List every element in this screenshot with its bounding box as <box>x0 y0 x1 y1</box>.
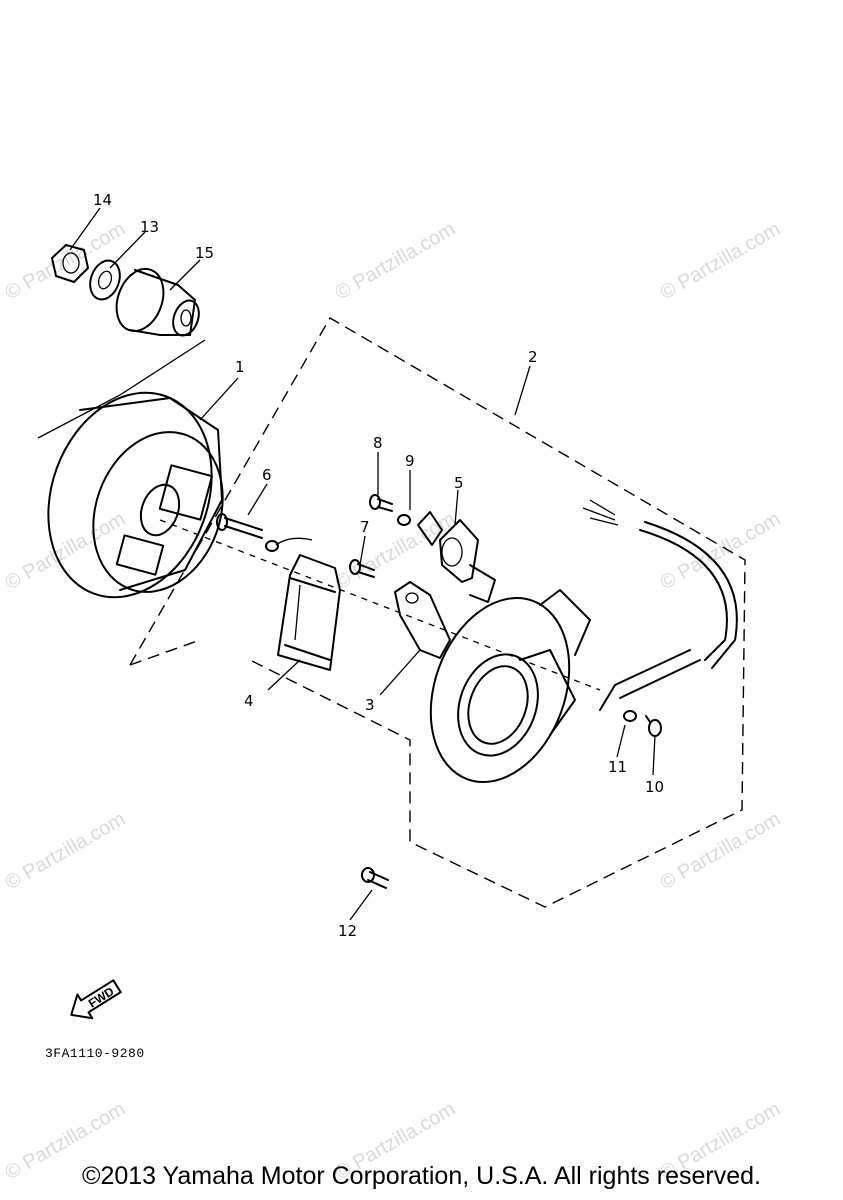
callout-4: 4 <box>244 692 254 710</box>
watermark-layer: © Partzilla.com © Partzilla.com © Partzi… <box>2 218 785 1184</box>
callout-8: 8 <box>373 434 383 452</box>
fwd-arrow-icon: FWD <box>70 979 122 1020</box>
callout-3: 3 <box>365 696 375 714</box>
screw-part-6 <box>216 513 313 552</box>
callout-labels: 1 2 3 4 5 6 7 8 9 10 11 12 13 14 15 <box>93 191 664 940</box>
washer-part-13 <box>89 259 121 301</box>
callout-9: 9 <box>405 452 415 470</box>
wire-harness <box>582 499 738 711</box>
callout-13: 13 <box>140 218 159 236</box>
screw-part-7 <box>349 559 375 578</box>
coil-part-4 <box>277 554 341 671</box>
callout-6: 6 <box>262 466 272 484</box>
watermark: © Partzilla.com <box>657 808 785 894</box>
watermark: © Partzilla.com <box>2 808 130 894</box>
watermark: © Partzilla.com <box>657 508 785 594</box>
washer-part-11 <box>623 710 637 722</box>
watermark: © Partzilla.com <box>2 508 130 594</box>
watermark: © Partzilla.com <box>332 218 460 304</box>
callout-11: 11 <box>608 758 627 776</box>
callout-5: 5 <box>454 474 464 492</box>
washer-part-9 <box>397 514 411 526</box>
condenser-part-3 <box>394 581 451 659</box>
callout-2: 2 <box>528 348 538 366</box>
watermark: © Partzilla.com <box>657 218 785 304</box>
callout-10: 10 <box>645 778 664 796</box>
assembly-boundary <box>129 317 746 908</box>
callout-1: 1 <box>235 358 245 376</box>
contact-breaker-part-5 <box>417 511 496 603</box>
screw-part-8 <box>369 494 393 512</box>
callout-15: 15 <box>195 244 214 262</box>
part-code: 3FA1110-9280 <box>45 1046 145 1061</box>
callout-12: 12 <box>338 922 357 940</box>
nut-part-14 <box>51 244 89 283</box>
collar-part-15 <box>115 268 200 337</box>
callout-7: 7 <box>360 518 370 536</box>
fwd-label: FWD <box>86 984 117 1011</box>
flywheel-part-1 <box>47 391 224 599</box>
stator-plate <box>429 589 591 783</box>
copyright-notice: ©2013 Yamaha Motor Corporation, U.S.A. A… <box>82 1162 761 1190</box>
leader-lines <box>37 207 656 921</box>
screw-part-10 <box>645 715 662 737</box>
callout-14: 14 <box>93 191 112 209</box>
screw-part-12 <box>361 867 389 889</box>
